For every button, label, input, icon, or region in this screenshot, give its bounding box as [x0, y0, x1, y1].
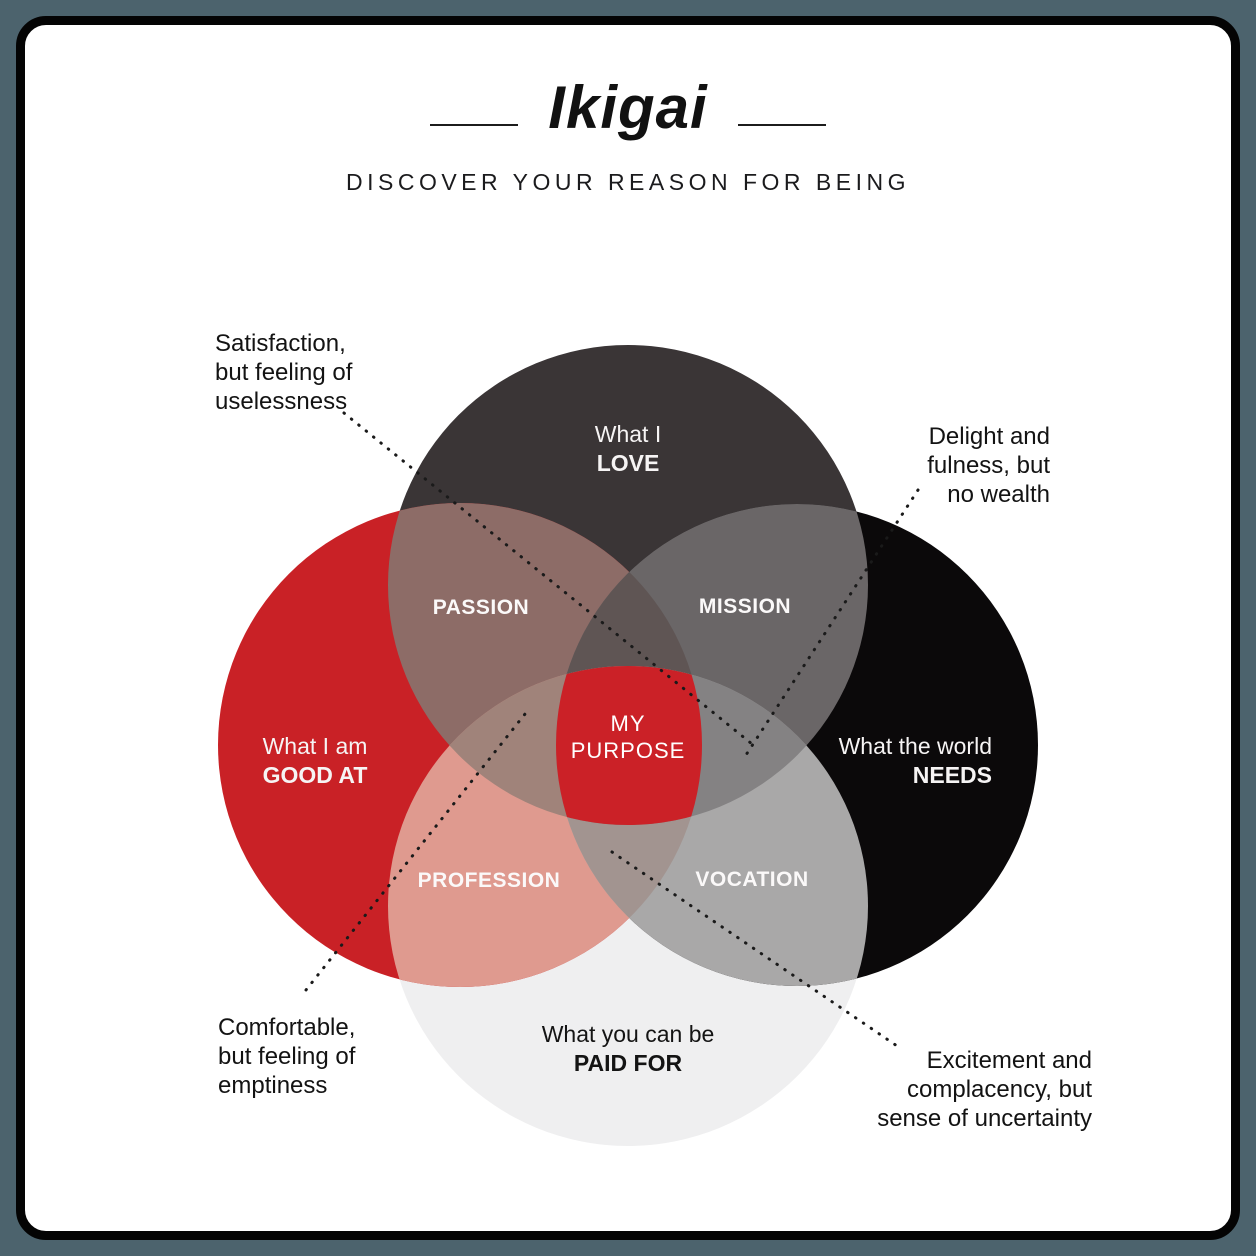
label-mission: MISSION: [698, 595, 792, 618]
annotation-line: complacency, but: [907, 1076, 1092, 1103]
dotted-connector-top-right: [742, 488, 920, 760]
page-subtitle: DISCOVER YOUR REASON FOR BEING: [346, 169, 910, 195]
annotation-line: Delight and: [928, 423, 1050, 450]
label-line-bold: NEEDS: [912, 762, 992, 788]
title-rule-left: [430, 124, 519, 126]
dotted-connector-bottom-right: [610, 850, 902, 1050]
label-line-bold: LOVE: [596, 450, 660, 476]
label-what-the-world-needs: What the world NEEDS: [730, 732, 992, 790]
annotation-top-right: Delight and fulness, but no wealth: [927, 422, 1050, 509]
annotation-line: fulness, but: [927, 452, 1050, 479]
label-line-bold: GOOD AT: [262, 762, 368, 788]
label-line: What I: [594, 421, 662, 447]
east-wedge-shape: [556, 666, 868, 825]
label-line-bold: PAID FOR: [573, 1050, 683, 1076]
label-vocation: VOCATION: [695, 868, 809, 891]
label-line: What you can be: [541, 1021, 715, 1047]
label-my-purpose: MY PURPOSE: [528, 710, 728, 764]
annotation-line: Excitement and: [926, 1047, 1092, 1074]
annotation-line: sense of uncertainty: [877, 1105, 1092, 1132]
annotation-line: Comfortable,: [218, 1014, 356, 1041]
label-line: What the world: [838, 733, 992, 759]
annotation-line: uselessness: [215, 388, 348, 415]
label-line: What I am: [262, 733, 368, 759]
purpose-line: MY: [610, 711, 646, 736]
annotation-line: emptiness: [218, 1072, 328, 1099]
page-title: Ikigai: [548, 74, 708, 141]
annotation-line: but feeling of: [218, 1043, 356, 1070]
west-wedge-shape: [388, 666, 702, 825]
annotation-line: Satisfaction,: [215, 330, 346, 357]
label-passion: PASSION: [432, 596, 530, 619]
label-what-you-can-be-paid-for: What you can be PAID FOR: [478, 1020, 778, 1078]
annotation-line: no wealth: [947, 481, 1050, 508]
title-rule-right: [737, 124, 826, 126]
annotation-line: but feeling of: [215, 359, 353, 386]
label-profession: PROFESSION: [417, 869, 561, 892]
dotted-connector-top-left: [342, 411, 754, 746]
label-what-i-love: What I LOVE: [498, 420, 758, 478]
annotation-bottom-right: Excitement and complacency, but sense of…: [877, 1046, 1092, 1133]
annotation-bottom-left: Comfortable, but feeling of emptiness: [218, 1013, 355, 1100]
label-what-i-am-good-at: What I am GOOD AT: [185, 732, 445, 790]
dotted-connector-bottom-left: [304, 712, 527, 992]
annotation-top-left: Satisfaction, but feeling of uselessness: [215, 329, 352, 416]
title-row: Ikigai: [0, 76, 1256, 140]
purpose-line: PURPOSE: [570, 738, 686, 763]
